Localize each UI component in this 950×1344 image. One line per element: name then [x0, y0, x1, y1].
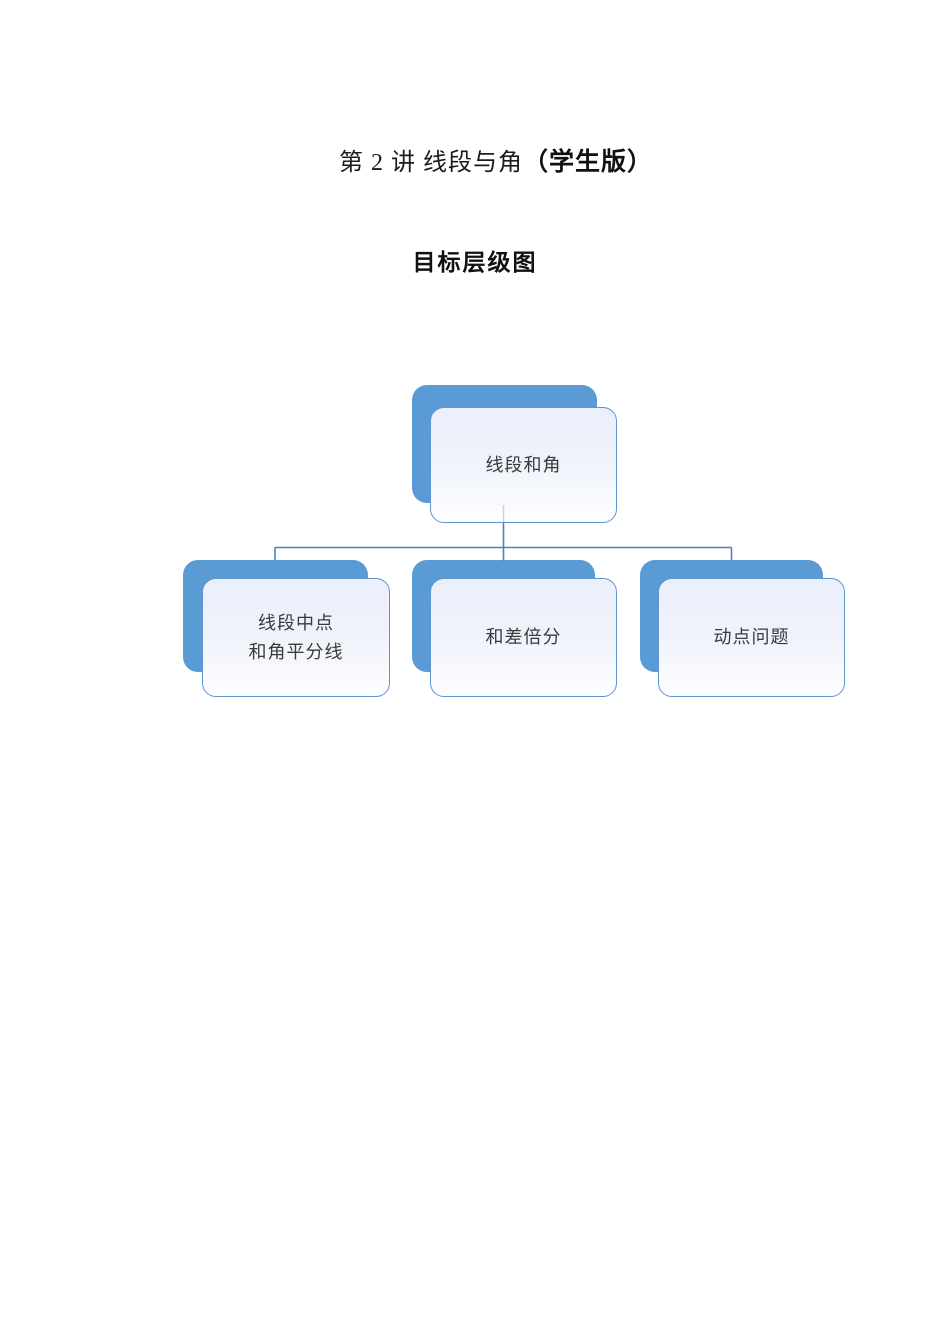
child-node-2: 和差倍分: [430, 578, 617, 697]
child-node-1: 线段中点 和角平分线: [202, 578, 390, 697]
page-title-main: 第 2 讲 线段与角: [338, 150, 523, 176]
page-title-suffix: （学生版）: [522, 148, 653, 176]
section-heading: 目标层级图: [412, 249, 538, 275]
child-node-1-label-line1: 线段中点: [258, 612, 334, 633]
child-node-2-label: 和差倍分: [485, 627, 562, 647]
child-node-3: 动点问题: [658, 578, 845, 697]
child-node-3-label: 动点问题: [713, 627, 790, 647]
root-node: 线段和角: [430, 407, 617, 523]
root-node-label: 线段和角: [485, 454, 562, 475]
child-node-1-label-line2: 和角平分线: [248, 641, 344, 662]
page-title: 第 2 讲 线段与角（学生版）: [0, 146, 950, 182]
